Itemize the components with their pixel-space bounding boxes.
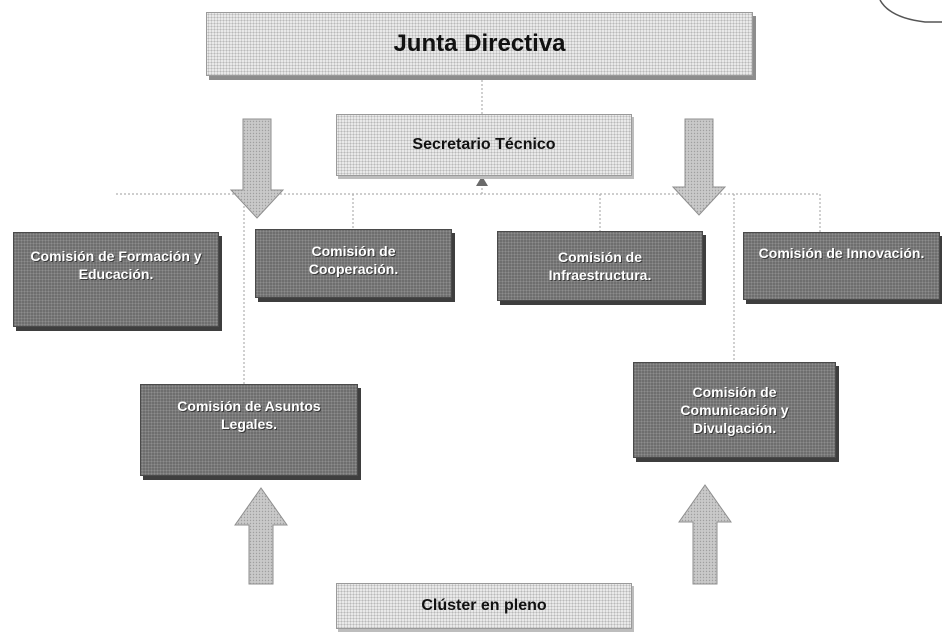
up-arrow-right (678, 484, 732, 585)
connector-arrowhead (476, 176, 488, 186)
comision-cooperacion-box: Comisión de Cooperación. (255, 229, 452, 298)
junta-directiva-label: Junta Directiva (393, 30, 566, 57)
comision-infraestructura-box: Comisión de Infraestructura. (497, 231, 703, 301)
comision-innovacion-label: Comisión de Innovación. (758, 245, 925, 261)
comision-formacion-label: Comisión de Formación y Educación. (30, 248, 202, 282)
cluster-pleno-box: Clúster en pleno (336, 583, 632, 629)
secretario-tecnico-box: Secretario Técnico (336, 114, 632, 176)
junta-directiva-box: Junta Directiva (206, 12, 753, 76)
comision-comunicacion-label: Comisión de Comunicación y Divulgación. (680, 384, 789, 436)
comision-comunicacion-box: Comisión de Comunicación y Divulgación. (633, 362, 836, 458)
comision-infraestructura-label: Comisión de Infraestructura. (548, 249, 652, 283)
up-arrow-left (234, 487, 288, 585)
stamp-mark (879, 0, 942, 23)
cluster-pleno-label: Clúster en pleno (421, 597, 547, 614)
secretario-tecnico-label: Secretario Técnico (412, 136, 556, 153)
comision-formacion-box: Comisión de Formación y Educación. (13, 232, 219, 327)
comision-legales-label: Comisión de Asuntos Legales. (177, 398, 321, 432)
down-arrow-right (671, 118, 727, 216)
down-arrow-left (229, 118, 285, 219)
comision-innovacion-box: Comisión de Innovación. (743, 232, 940, 300)
comision-legales-box: Comisión de Asuntos Legales. (140, 384, 358, 476)
comision-cooperacion-label: Comisión de Cooperación. (308, 243, 399, 277)
